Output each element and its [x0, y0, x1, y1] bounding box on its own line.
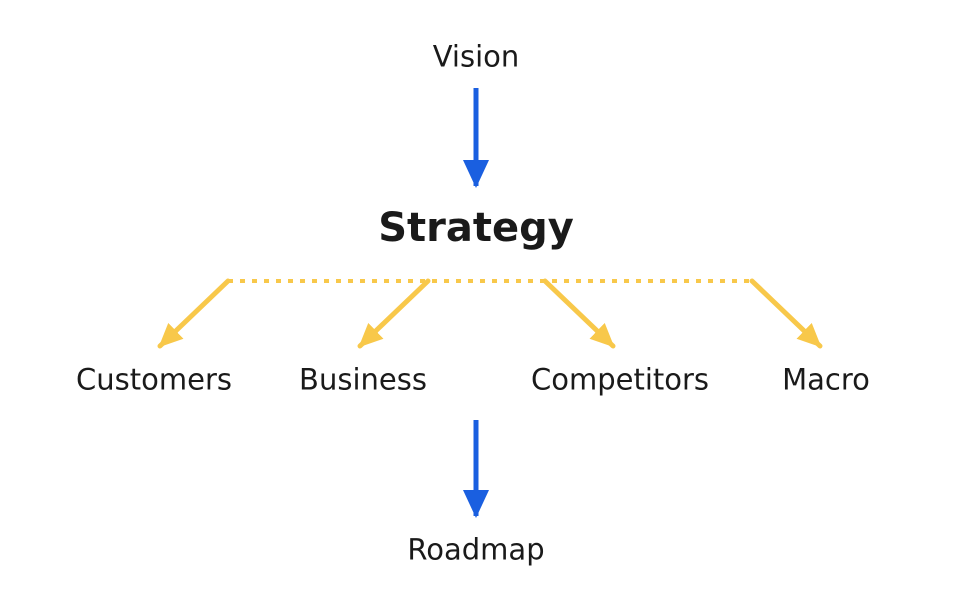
vision-label: Vision [432, 39, 520, 74]
arrow-to-competitors [542, 278, 616, 349]
arrow-to-macro [749, 278, 823, 349]
arrow-to-customers [157, 278, 231, 349]
roadmap-label: Roadmap [407, 532, 545, 567]
competitors-label: Competitors [530, 362, 710, 397]
customers-label: Customers [76, 362, 232, 397]
macro-label: Macro [782, 362, 870, 397]
business-label: Business [299, 362, 427, 397]
strategy-label: Strategy [378, 205, 574, 251]
arrow-to-business [357, 278, 431, 349]
